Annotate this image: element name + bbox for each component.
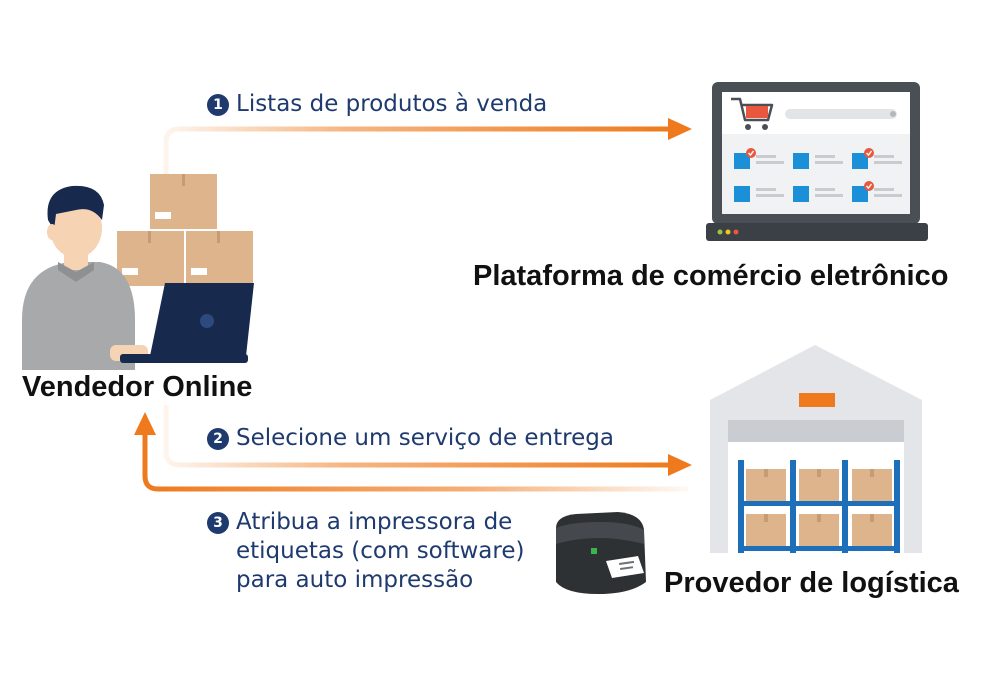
warehouse-icon [710, 345, 922, 553]
arrow-delivery [163, 405, 692, 476]
arrow-return [134, 412, 688, 492]
step-2-text: Selecione um serviço de entrega [236, 425, 614, 451]
seller-person-icon [22, 185, 148, 370]
seller-laptop-icon [120, 283, 254, 363]
step-1-text: Listas de produtos à venda [236, 91, 548, 117]
shopping-cart-icon [731, 97, 774, 130]
parcel-boxes-icon [117, 174, 253, 286]
step-2: 2 Selecione um serviço de entrega [207, 424, 614, 453]
check-badge-icon [746, 148, 874, 191]
ecommerce-laptop-icon [706, 82, 928, 241]
step-3: 3 Atribua a impressora de etiquetas (com… [207, 508, 524, 595]
step-3-number: 3 [207, 512, 229, 534]
step-3-text: Atribua a impressora de etiquetas (com s… [236, 509, 525, 593]
logistics-label: Provedor de logística [664, 567, 959, 599]
label-printer-icon [556, 512, 646, 594]
step-2-number: 2 [207, 428, 229, 450]
seller-label: Vendedor Online [22, 371, 253, 403]
platform-label: Plataforma de comércio eletrônico [473, 260, 949, 292]
step-1-number: 1 [207, 94, 229, 116]
arrow-listing [163, 118, 692, 178]
step-1: 1 Listas de produtos à venda [207, 90, 547, 119]
